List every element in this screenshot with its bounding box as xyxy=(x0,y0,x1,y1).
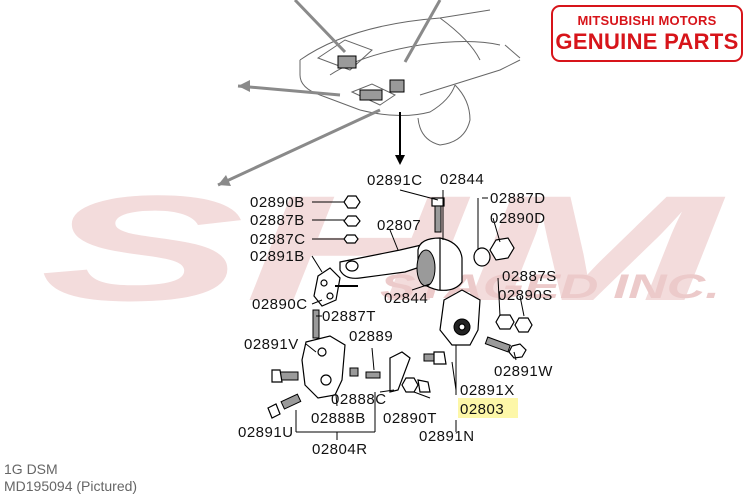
highlight-02803 xyxy=(458,398,518,418)
car-outline xyxy=(299,9,521,146)
label-02887B: 02887B xyxy=(250,212,305,229)
badge-title: GENUINE PARTS xyxy=(555,29,739,54)
label-02844-mid: 02844 xyxy=(384,290,428,307)
section-arrow xyxy=(395,112,405,165)
label-02891N: 02891N xyxy=(419,428,475,445)
label-02807: 02807 xyxy=(377,217,421,234)
label-02887T: 02887T xyxy=(322,308,376,325)
label-02890T: 02890T xyxy=(383,410,437,427)
label-02889: 02889 xyxy=(349,328,393,345)
label-02891V: 02891V xyxy=(244,336,299,353)
label-02891C: 02891C xyxy=(367,172,423,189)
svg-text:SHM: SHM xyxy=(40,164,726,332)
parts xyxy=(267,195,533,419)
label-02891W: 02891W xyxy=(494,363,553,380)
label-02890D: 02890D xyxy=(490,210,546,227)
part-labels: 02891C 02844 02890B 02887B 02887C 02891B… xyxy=(238,171,557,458)
leader-lines xyxy=(295,189,525,440)
label-02891X: 02891X xyxy=(460,382,515,399)
label-02891U: 02891U xyxy=(238,424,294,441)
label-02887C: 02887C xyxy=(250,231,306,248)
label-02887S: 02887S xyxy=(502,268,557,285)
label-02890B: 02890B xyxy=(250,194,305,211)
label-02891B: 02891B xyxy=(250,248,305,265)
caption-part: MD195094 (Pictured) xyxy=(4,478,138,494)
label-02888B: 02888B xyxy=(311,410,366,427)
label-02804R: 02804R xyxy=(312,441,368,458)
genuine-parts-badge: MITSUBISHI MOTORS GENUINE PARTS xyxy=(551,5,743,62)
label-02890C: 02890C xyxy=(252,296,308,313)
caption: 1G DSM MD195094 (Pictured) xyxy=(4,461,137,495)
label-02890S: 02890S xyxy=(498,287,553,304)
caption-model: 1G DSM xyxy=(4,461,58,477)
watermark: SHM STAGED INC. xyxy=(40,164,726,332)
label-02887D: 02887D xyxy=(490,190,546,207)
callout-arrows xyxy=(217,0,442,187)
label-02888C: 02888C xyxy=(331,391,387,408)
badge-brand: MITSUBISHI MOTORS xyxy=(577,13,717,28)
label-02844-top: 02844 xyxy=(440,171,484,188)
